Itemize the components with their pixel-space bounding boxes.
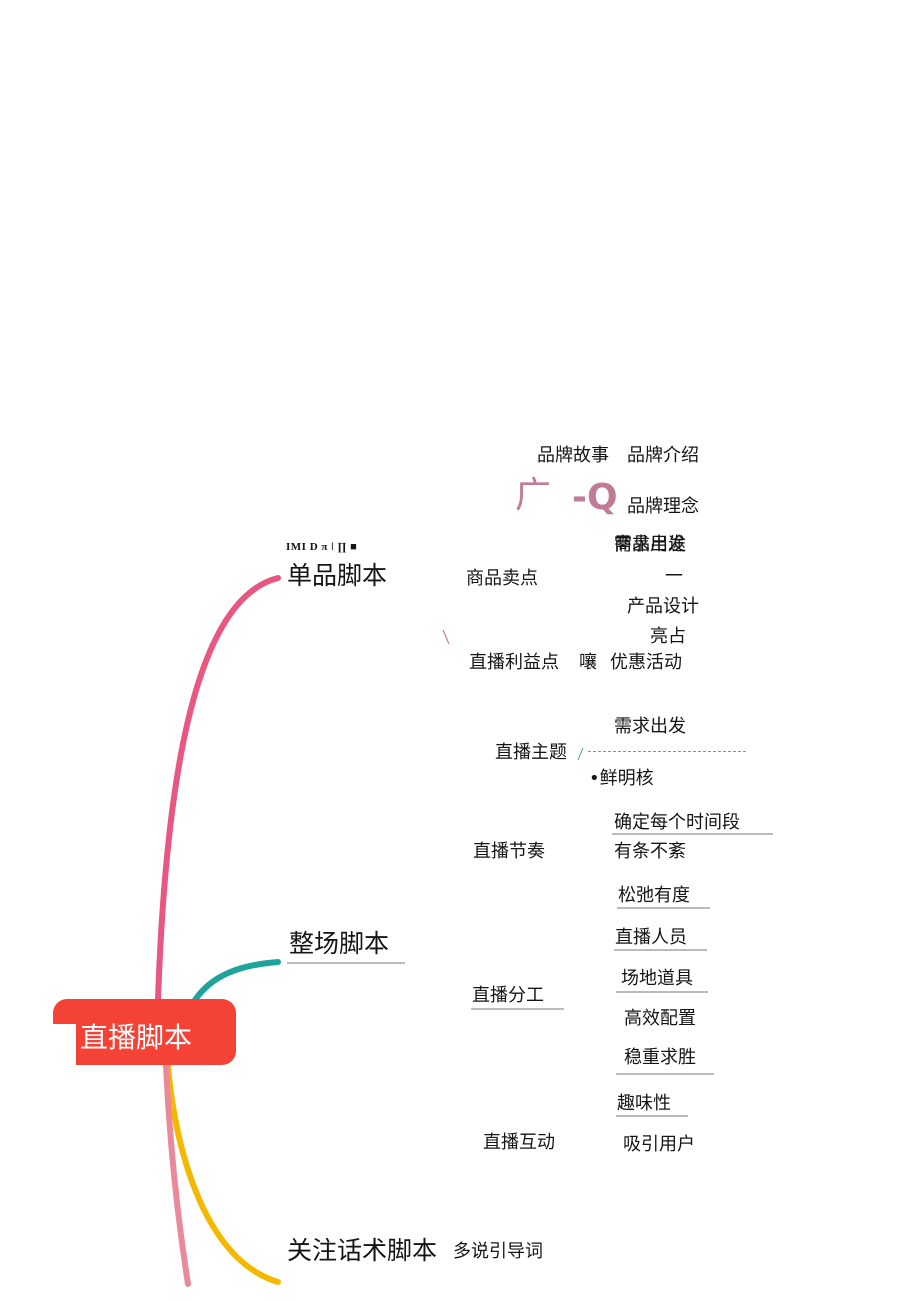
branch-line-extra	[163, 1063, 191, 1287]
node-live-rhythm[interactable]: 直播节奏	[473, 841, 545, 862]
branch-full-show-script[interactable]: 整场脚本	[289, 929, 390, 958]
root-node-notch	[53, 1024, 76, 1066]
node-live-benefit[interactable]: 直播利益点	[469, 652, 559, 673]
node-each-timeslot[interactable]: 确定每个时间段	[614, 812, 740, 833]
node-orderly[interactable]: 有条不紊	[614, 841, 686, 862]
node-brand-story[interactable]: 品牌故事	[537, 445, 609, 466]
node-product-design[interactable]: 产品设计	[627, 596, 699, 617]
node-product-use: 需求出发	[614, 534, 686, 555]
root-node-label: 直播脚本	[80, 1021, 193, 1054]
dashed-connector	[588, 751, 746, 752]
decor-glyph-q: -Q	[572, 477, 618, 518]
node-brand-philosophy[interactable]: 品牌理念	[627, 496, 699, 517]
root-node[interactable]	[53, 999, 236, 1065]
node-efficient-config[interactable]: 高效配置	[624, 1008, 696, 1029]
node-attract-users[interactable]: 吸引用户	[623, 1134, 695, 1155]
node-live-division[interactable]: 直播分工	[472, 985, 544, 1006]
node-live-theme[interactable]: 直播主题	[495, 742, 567, 763]
slash-mark	[577, 747, 584, 761]
tick-mark	[442, 629, 450, 645]
decor-glyph-guang: 广	[515, 475, 552, 516]
node-relaxed-balance[interactable]: 松弛有度	[618, 885, 690, 906]
node-guide-words[interactable]: 多说引导词	[453, 1241, 543, 1262]
branch-follow-script[interactable]: 关注话术脚本	[287, 1236, 438, 1265]
node-highlight[interactable]: 亮占	[650, 626, 686, 647]
branch-line-follow-script	[165, 1063, 281, 1285]
node-venue-props[interactable]: 场地道具	[621, 968, 693, 989]
node-live-interaction[interactable]: 直播互动	[483, 1132, 555, 1153]
branch-line-single-item	[155, 575, 281, 1003]
node-brand-intro[interactable]: 品牌介绍	[627, 445, 699, 466]
node-selling-points[interactable]: 商品卖点	[466, 568, 538, 589]
node-product-purpose[interactable]: 商品用途	[614, 534, 686, 555]
branch-single-item-script[interactable]: 单品脚本	[287, 561, 388, 590]
node-demand-driven[interactable]: 需求出发	[614, 716, 686, 737]
node-clear-core[interactable]: •鲜明核	[589, 768, 654, 789]
node-connector-char: 嚷	[579, 652, 597, 673]
node-live-staff[interactable]: 直播人员	[615, 927, 687, 948]
node-fun[interactable]: 趣味性	[617, 1093, 671, 1114]
node-steady-win[interactable]: 稳重求胜	[624, 1047, 696, 1068]
node-dash: 一	[665, 566, 683, 587]
node-promotions[interactable]: 优惠活动	[610, 652, 682, 673]
garbled-header-text: IMI D π ǀ ∏ ■	[286, 541, 358, 553]
branch-line-full-show	[192, 959, 281, 1003]
